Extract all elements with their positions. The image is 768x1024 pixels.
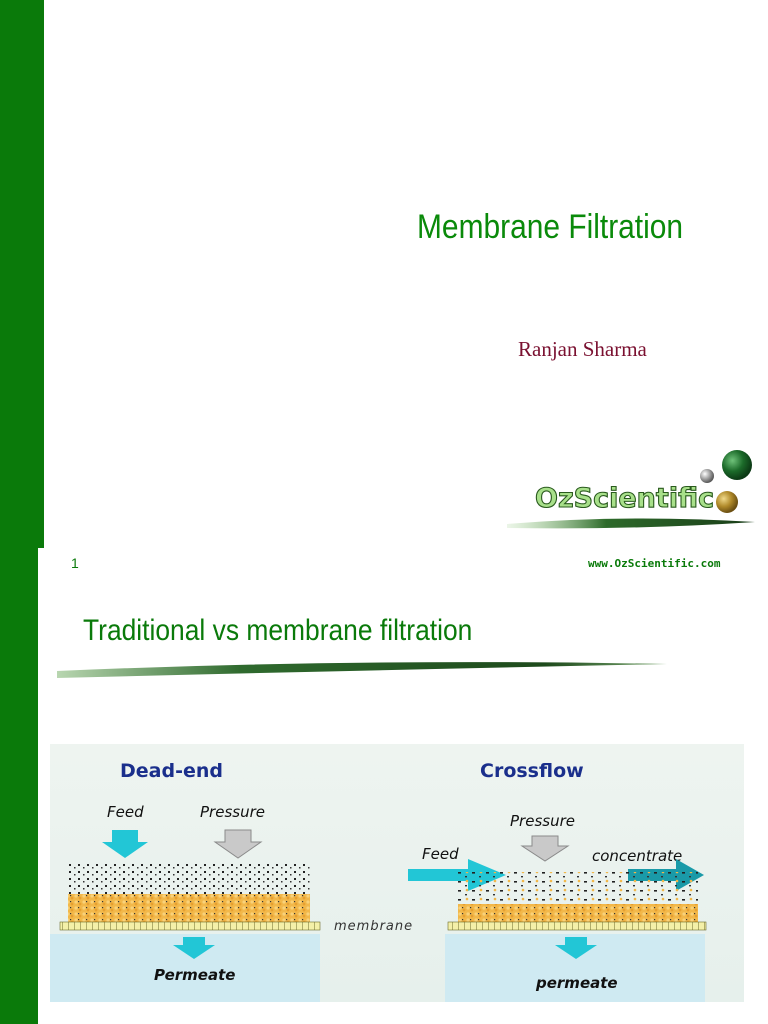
left-accent-bar [0, 0, 44, 548]
content-slide: Traditional vs membrane filtration [0, 576, 768, 1024]
crossflow-feed-label: Feed [422, 845, 459, 863]
dead-end-permeate-arrow-icon [173, 937, 215, 959]
slide-title: Traditional vs membrane filtration [83, 614, 473, 647]
left-accent-bar [0, 576, 38, 1024]
crossflow-particles [458, 872, 698, 902]
title-slide: Membrane Filtration Ranjan Sharma [0, 0, 755, 576]
dead-end-heading: Dead-end [120, 760, 223, 782]
crossflow-permeate-arrow-icon [555, 937, 597, 959]
logo-wordmark: OzScientific [535, 483, 714, 514]
crossflow-permeate-label: permeate [535, 974, 618, 992]
slide-title: Membrane Filtration [417, 208, 684, 246]
membrane-label: membrane [334, 919, 413, 934]
filter-cake [68, 894, 310, 922]
ozscientific-logo: OzScientific [507, 450, 755, 529]
filtration-diagram: Dead-end Feed Pressure Permeate membrane… [50, 744, 744, 1002]
feed-down-arrow-icon [102, 830, 148, 858]
suspended-particles [68, 862, 310, 896]
slide-number: 1 [71, 555, 79, 571]
dead-end-permeate-label: Permeate [154, 966, 235, 984]
concentrate-label: concentrate [592, 847, 682, 865]
author-name: Ranjan Sharma [518, 337, 647, 361]
crossflow-heading: Crossflow [480, 760, 584, 782]
title-underline-swoosh [57, 662, 667, 678]
dead-end-feed-label: Feed [107, 803, 144, 821]
dead-end-membrane [59, 921, 321, 931]
footer-url[interactable]: www.OzScientific.com [588, 557, 721, 570]
pressure-down-arrow-icon [213, 829, 263, 859]
crossflow-thin-cake [458, 904, 698, 922]
crossflow-membrane [447, 921, 707, 931]
dead-end-pressure-label: Pressure [200, 803, 265, 821]
crossflow-pressure-arrow-icon [520, 835, 570, 862]
left-accent-strip [0, 548, 38, 576]
crossflow-pressure-label: Pressure [510, 812, 575, 830]
